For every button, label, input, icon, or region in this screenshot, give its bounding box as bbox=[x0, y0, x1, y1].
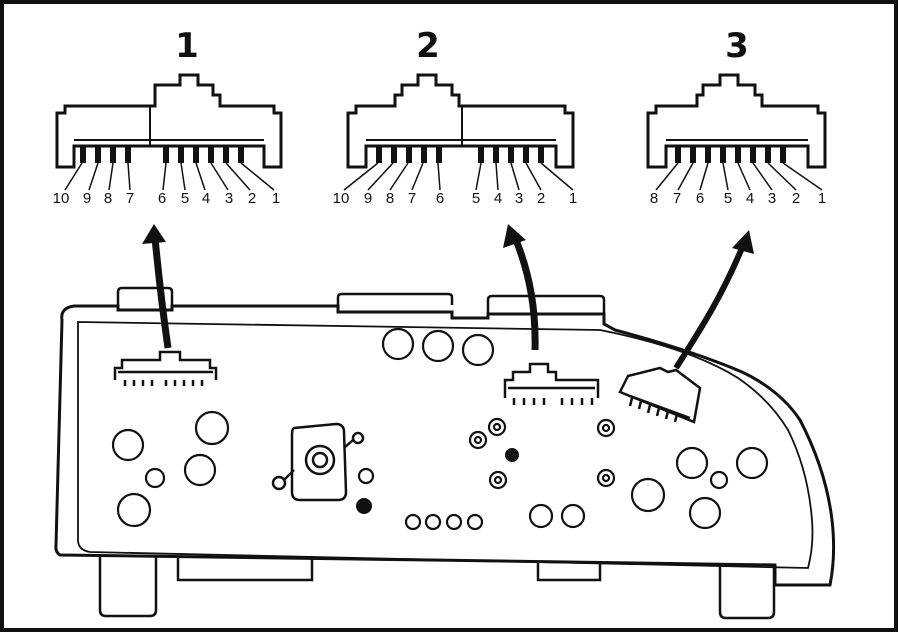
connector-2-pins-left bbox=[376, 146, 442, 163]
pin-number: 1 bbox=[569, 190, 577, 207]
cluster-body-inner bbox=[77, 321, 814, 569]
pin-number: 7 bbox=[126, 190, 134, 207]
pin-number: 7 bbox=[673, 190, 681, 207]
pin-number: 3 bbox=[515, 190, 523, 207]
connector-3-pins bbox=[675, 146, 786, 163]
pin-number: 4 bbox=[746, 190, 754, 207]
cluster-bulb-holes bbox=[111, 327, 769, 531]
connector-1-leader-lines bbox=[64, 162, 275, 191]
cluster-terminal-studs bbox=[356, 417, 616, 514]
cluster-body-outer bbox=[54, 304, 836, 587]
cluster-top-tabs bbox=[116, 286, 606, 315]
pin-number: 3 bbox=[225, 190, 233, 207]
cluster-socket-2 bbox=[503, 362, 600, 405]
arrow-to-connector-2 bbox=[503, 224, 539, 351]
pin-number: 2 bbox=[537, 190, 545, 207]
connector-3-pin-labels: 8 7 6 5 4 3 2 1 bbox=[650, 190, 826, 207]
connector-1-housing bbox=[55, 73, 283, 169]
pin-number: 1 bbox=[818, 190, 826, 207]
connector-3-label: 3 bbox=[725, 26, 749, 66]
pin-number: 4 bbox=[494, 190, 502, 207]
cluster-socket-3 bbox=[618, 366, 702, 424]
connector-2-leader-lines bbox=[343, 162, 574, 191]
pin-number: 10 bbox=[53, 190, 70, 207]
arrow-to-connector-3 bbox=[673, 230, 754, 370]
pin-number: 5 bbox=[472, 190, 480, 207]
connector-1-pin-labels: 10 9 8 7 6 5 4 3 2 1 bbox=[53, 190, 281, 207]
pin-number: 9 bbox=[364, 190, 372, 207]
instrument-cluster-rear-view bbox=[54, 286, 836, 620]
pin-number: 2 bbox=[792, 190, 800, 207]
pin-number: 2 bbox=[248, 190, 256, 207]
speedometer-drive-housing bbox=[271, 422, 365, 502]
connector-2: 2 10 bbox=[333, 26, 578, 207]
pin-number: 1 bbox=[272, 190, 280, 207]
connector-1-pins-left bbox=[80, 146, 131, 163]
cluster-bottom-tabs bbox=[98, 555, 776, 620]
connector-2-label: 2 bbox=[416, 26, 440, 66]
pin-number: 5 bbox=[724, 190, 732, 207]
connector-1-label: 1 bbox=[175, 26, 199, 66]
connector-1-pins-right bbox=[163, 146, 244, 163]
connector-3-leader-lines bbox=[655, 162, 823, 191]
connector-3-housing bbox=[646, 73, 827, 169]
pin-number: 10 bbox=[333, 190, 350, 207]
connector-2-housing bbox=[346, 73, 575, 169]
pin-number: 7 bbox=[408, 190, 416, 207]
cluster-socket-1 bbox=[113, 350, 218, 386]
arrow-to-connector-1 bbox=[142, 224, 172, 349]
pin-number: 6 bbox=[436, 190, 444, 207]
pin-number: 6 bbox=[696, 190, 704, 207]
pin-number: 5 bbox=[181, 190, 189, 207]
pin-number: 8 bbox=[386, 190, 394, 207]
connector-1: 1 10 bbox=[53, 26, 283, 207]
connector-2-pins-right bbox=[478, 146, 544, 163]
connector-2-pin-labels: 10 9 8 7 6 5 4 3 2 1 bbox=[333, 190, 578, 207]
pin-number: 4 bbox=[202, 190, 210, 207]
connector-3: 3 8 7 6 5 4 3 bbox=[646, 26, 827, 207]
pin-number: 8 bbox=[650, 190, 658, 207]
pin-number: 9 bbox=[83, 190, 91, 207]
pin-number: 6 bbox=[158, 190, 166, 207]
pin-number: 3 bbox=[768, 190, 776, 207]
pin-number: 8 bbox=[104, 190, 112, 207]
